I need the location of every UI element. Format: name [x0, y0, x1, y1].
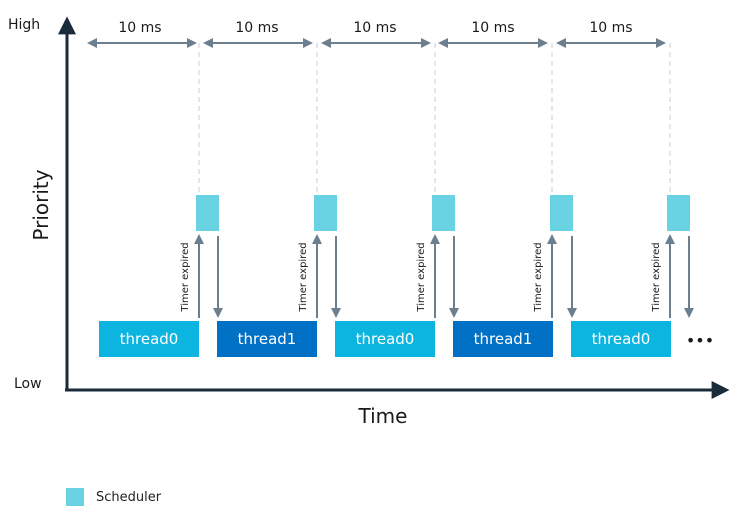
y-axis-title: Priority — [29, 169, 53, 240]
scheduler-block — [314, 195, 337, 231]
thread-label: thread0 — [592, 330, 651, 348]
thread-blocks: thread0 thread1 thread0 thread1 thread0 — [99, 321, 671, 357]
scheduler-block — [196, 195, 219, 231]
legend-label: Scheduler — [96, 489, 162, 505]
interval-label: 10 ms — [118, 20, 161, 36]
thread-label: thread0 — [356, 330, 415, 348]
thread-label: thread0 — [120, 330, 179, 348]
interval-label: 10 ms — [589, 20, 632, 36]
timer-labels: Timer expired Timer expired Timer expire… — [180, 242, 662, 312]
thread-label: thread1 — [238, 330, 297, 348]
y-low-label: Low — [14, 376, 42, 392]
timer-expired-label: Timer expired — [416, 242, 427, 312]
timer-expired-label: Timer expired — [651, 242, 662, 312]
scheduler-block — [550, 195, 573, 231]
timer-expired-label: Timer expired — [533, 242, 544, 312]
thread-block — [99, 321, 199, 357]
interval-label: 10 ms — [235, 20, 278, 36]
timer-expired-label: Timer expired — [298, 242, 309, 312]
thread-block — [217, 321, 317, 357]
scheduler-block — [667, 195, 690, 231]
thread-label: thread1 — [474, 330, 533, 348]
timer-expired-label: Timer expired — [180, 242, 191, 312]
thread-block — [335, 321, 435, 357]
interval-label: 10 ms — [471, 20, 514, 36]
x-axis-title: Time — [358, 404, 408, 428]
scheduler-blocks — [196, 195, 690, 231]
transition-arrows — [194, 234, 694, 318]
scheduler-block — [432, 195, 455, 231]
scheduler-swatch — [66, 488, 84, 506]
y-high-label: High — [8, 17, 40, 33]
interval-label: 10 ms — [353, 20, 396, 36]
thread-block — [453, 321, 553, 357]
interval-group: 10 ms 10 ms 10 ms 10 ms 10 ms — [87, 20, 666, 48]
thread-block — [571, 321, 671, 357]
guide-lines — [198, 43, 671, 195]
legend: Scheduler — [66, 486, 161, 508]
continuation-ellipsis: ••• — [686, 331, 714, 350]
